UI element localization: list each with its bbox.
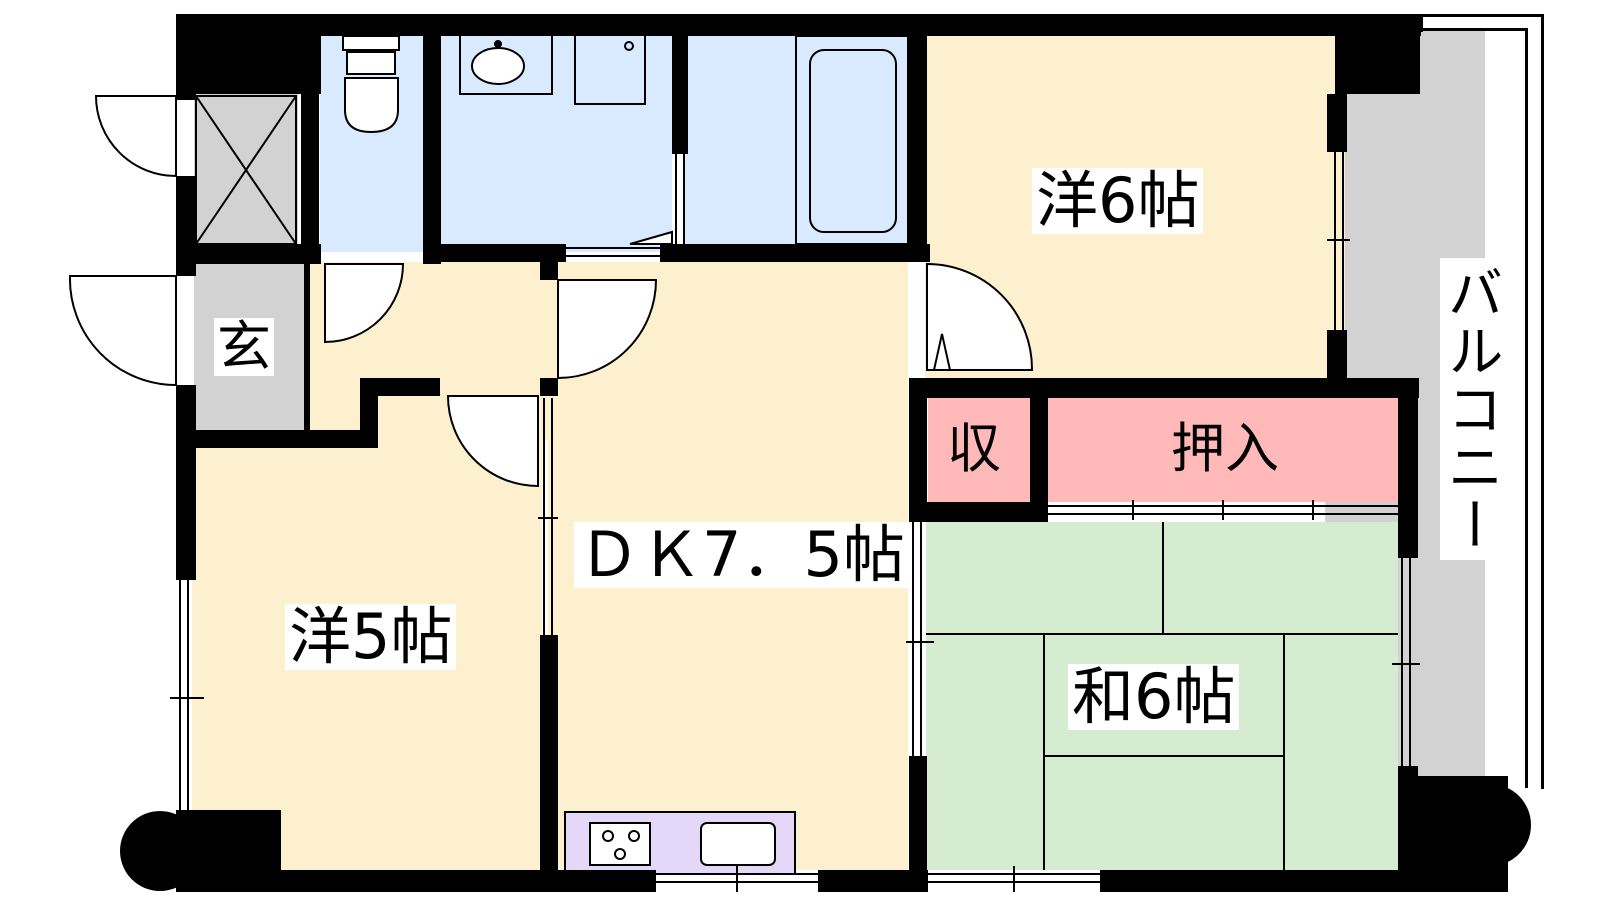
room-label-entrance: 玄 [214,318,274,376]
room-label-storage: 収 [947,417,1001,480]
sink-icon [700,822,776,866]
bathtub-icon [795,35,909,245]
closet-floor [1048,398,1398,502]
tatami-lines [926,522,1398,870]
stove-icon [589,822,651,866]
room-label-western-5: 洋5帖 [285,604,457,670]
room-label-balcony: バルコニー [1438,258,1503,560]
washing-machine-icon [574,33,646,105]
room-label-dk: ＤＫ7．5帖 [574,522,909,588]
walls [120,14,1544,892]
room-label-western-6: 洋6帖 [1032,168,1204,234]
windows [170,152,1420,892]
storage-floor [928,398,1033,502]
washbasin-icon [459,33,553,95]
door-swings [68,95,1034,488]
room-label-japanese-6: 和6帖 [1068,664,1240,730]
toilet-icon [342,35,400,134]
room-label-closet: 押入 [1171,417,1279,480]
